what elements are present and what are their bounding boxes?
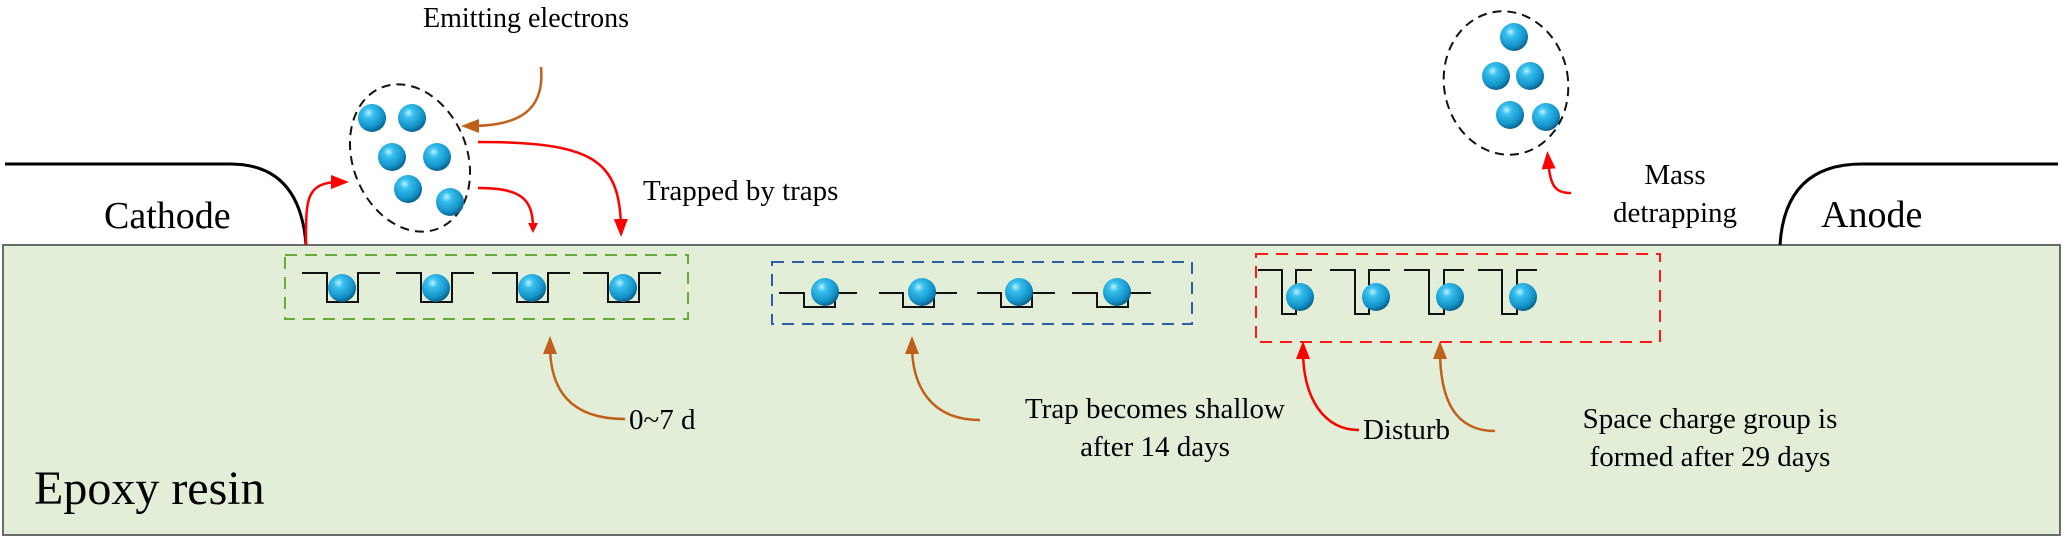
detrapped-electron-cluster: [1442, 10, 1570, 156]
label-stage2-shallow: Trap becomes shallow after 14 days: [985, 390, 1325, 466]
label-cathode: Cathode: [104, 195, 231, 237]
mass-detrapping-arrow: [1541, 151, 1572, 195]
label-stage2-line2: after 14 days: [1080, 431, 1230, 463]
stage2-callout-arrow: [905, 336, 981, 422]
label-anode: Anode: [1821, 194, 1923, 236]
label-mass-detrapping: Mass detrapping: [1575, 156, 1775, 232]
emitted-electron-cluster: [348, 83, 472, 233]
label-trapped-by-traps: Trapped by traps: [643, 175, 839, 207]
anode-electrode: [1778, 162, 2058, 246]
label-mass-line1: Mass: [1644, 159, 1706, 191]
label-epoxy-resin: Epoxy resin: [34, 462, 265, 515]
trap-arrow-long: [477, 140, 628, 237]
label-stage1-0-7d: 0~7 d: [629, 404, 696, 436]
emission-arrow: [304, 175, 349, 246]
stage1-callout-arrow: [543, 336, 626, 421]
stage3-callout-arrow: [1433, 341, 1496, 433]
trap-group-blue: [771, 261, 1193, 325]
label-mass-line2: detrapping: [1612, 197, 1737, 229]
disturb-callout-arrow: [1296, 341, 1360, 432]
trap-group-green: [284, 254, 689, 320]
label-disturb: Disturb: [1363, 414, 1450, 446]
label-stage3-space-charge: Space charge group is formed after 29 da…: [1500, 400, 1920, 476]
trap-group-red: [1255, 253, 1661, 343]
label-stage3-line1: Space charge group is: [1582, 403, 1838, 435]
emitting-pointer-arrow: [461, 66, 543, 133]
label-stage3-line2: formed after 29 days: [1589, 441, 1831, 473]
cathode-electrode: [5, 162, 308, 246]
label-stage2-line1: Trap becomes shallow: [1025, 393, 1285, 425]
trap-arrow-short: [477, 186, 538, 233]
label-emitting-electrons: Emitting electrons: [423, 3, 630, 34]
